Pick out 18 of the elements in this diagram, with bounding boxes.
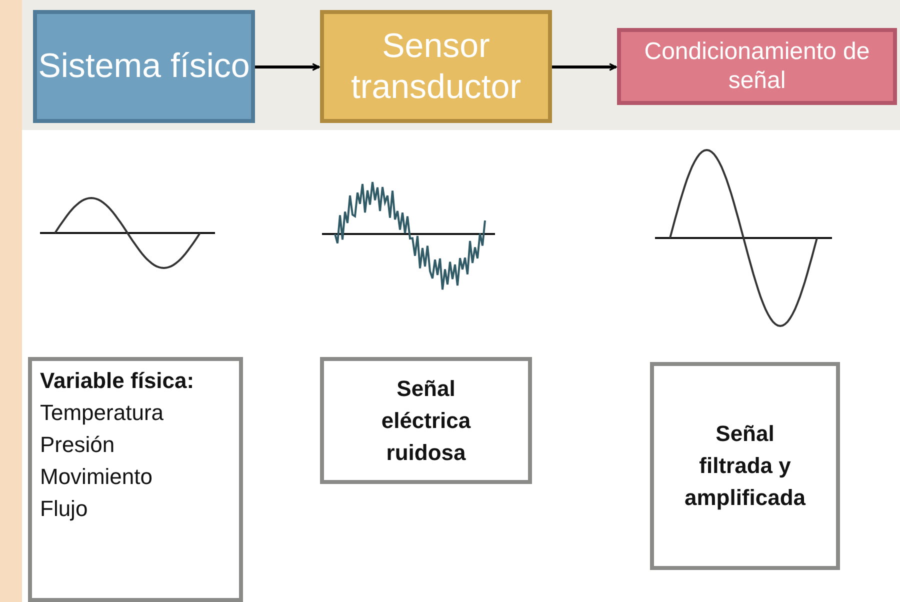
arrow	[255, 63, 320, 71]
text-box	[28, 357, 243, 602]
list-item: Flujo	[40, 495, 88, 523]
list-item: Presión	[40, 431, 115, 459]
node-label: Señal filtrada y amplificada	[684, 420, 806, 512]
arrow	[552, 63, 617, 71]
node-label: Sistema físico	[38, 46, 250, 87]
node-label: Sensor transductor	[350, 26, 522, 108]
text-box	[320, 357, 532, 484]
process-box	[617, 28, 897, 105]
process-box	[33, 10, 255, 123]
list-heading: Variable física:	[40, 367, 194, 395]
list-item: Temperatura	[40, 399, 164, 427]
text-box	[650, 362, 840, 570]
node-label: Condicionamiento de señal	[643, 38, 871, 96]
node-label: Señal eléctrica ruidosa	[380, 374, 472, 466]
list-item: Movimiento	[40, 463, 152, 491]
process-box	[320, 10, 552, 123]
